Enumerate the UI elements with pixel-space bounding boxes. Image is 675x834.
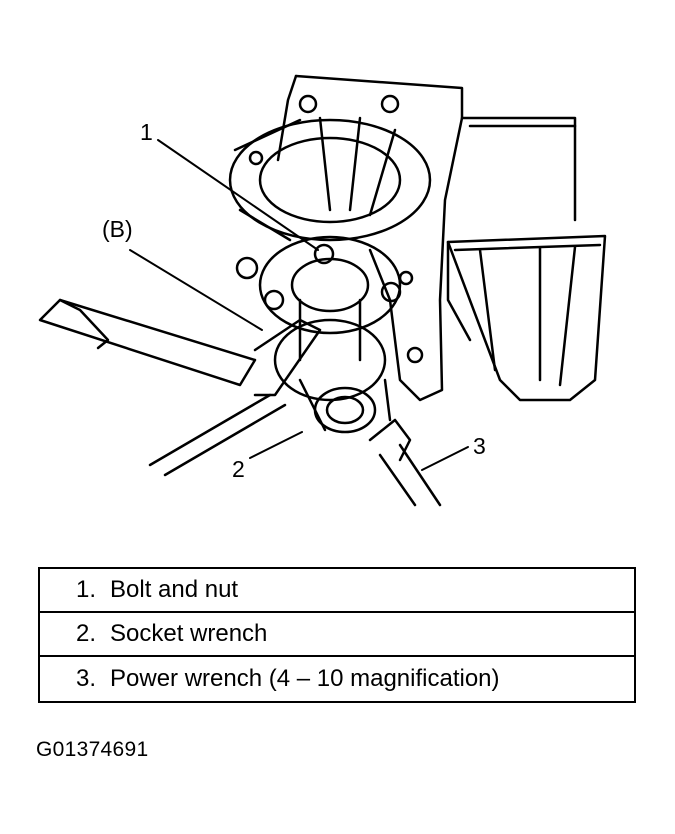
socket-wrench: [38, 298, 322, 477]
figure-id: G01374691: [36, 738, 149, 761]
legend-table: 1. Bolt and nut 2. Socket wrench 3. Powe…: [38, 567, 636, 703]
differential-housing: [228, 74, 464, 402]
legend-row: 3. Power wrench (4 – 10 magnification): [40, 657, 634, 701]
frame-member: [446, 116, 607, 402]
legend-row: 2. Socket wrench: [40, 613, 634, 657]
legend-number: 3.: [75, 665, 96, 692]
callout-3: 3: [473, 433, 486, 459]
callout-1: 1: [140, 119, 153, 145]
power-wrench: [368, 418, 442, 507]
legend-text: Socket wrench: [110, 620, 268, 647]
flange: [235, 235, 414, 335]
legend-row: 1. Bolt and nut: [40, 569, 634, 613]
drive-shaft-illustration: 1 (B) 2 3: [38, 74, 607, 507]
legend-text: Power wrench (4 – 10 magnification): [110, 665, 500, 692]
callout-b: (B): [102, 216, 133, 242]
legend-text: Bolt and nut: [110, 576, 239, 603]
propeller-shaft-joint: [273, 298, 392, 434]
legend-number: 2.: [75, 620, 96, 647]
leader-lines: [129, 139, 469, 471]
legend-number: 1.: [75, 576, 96, 603]
callout-2: 2: [232, 456, 245, 482]
